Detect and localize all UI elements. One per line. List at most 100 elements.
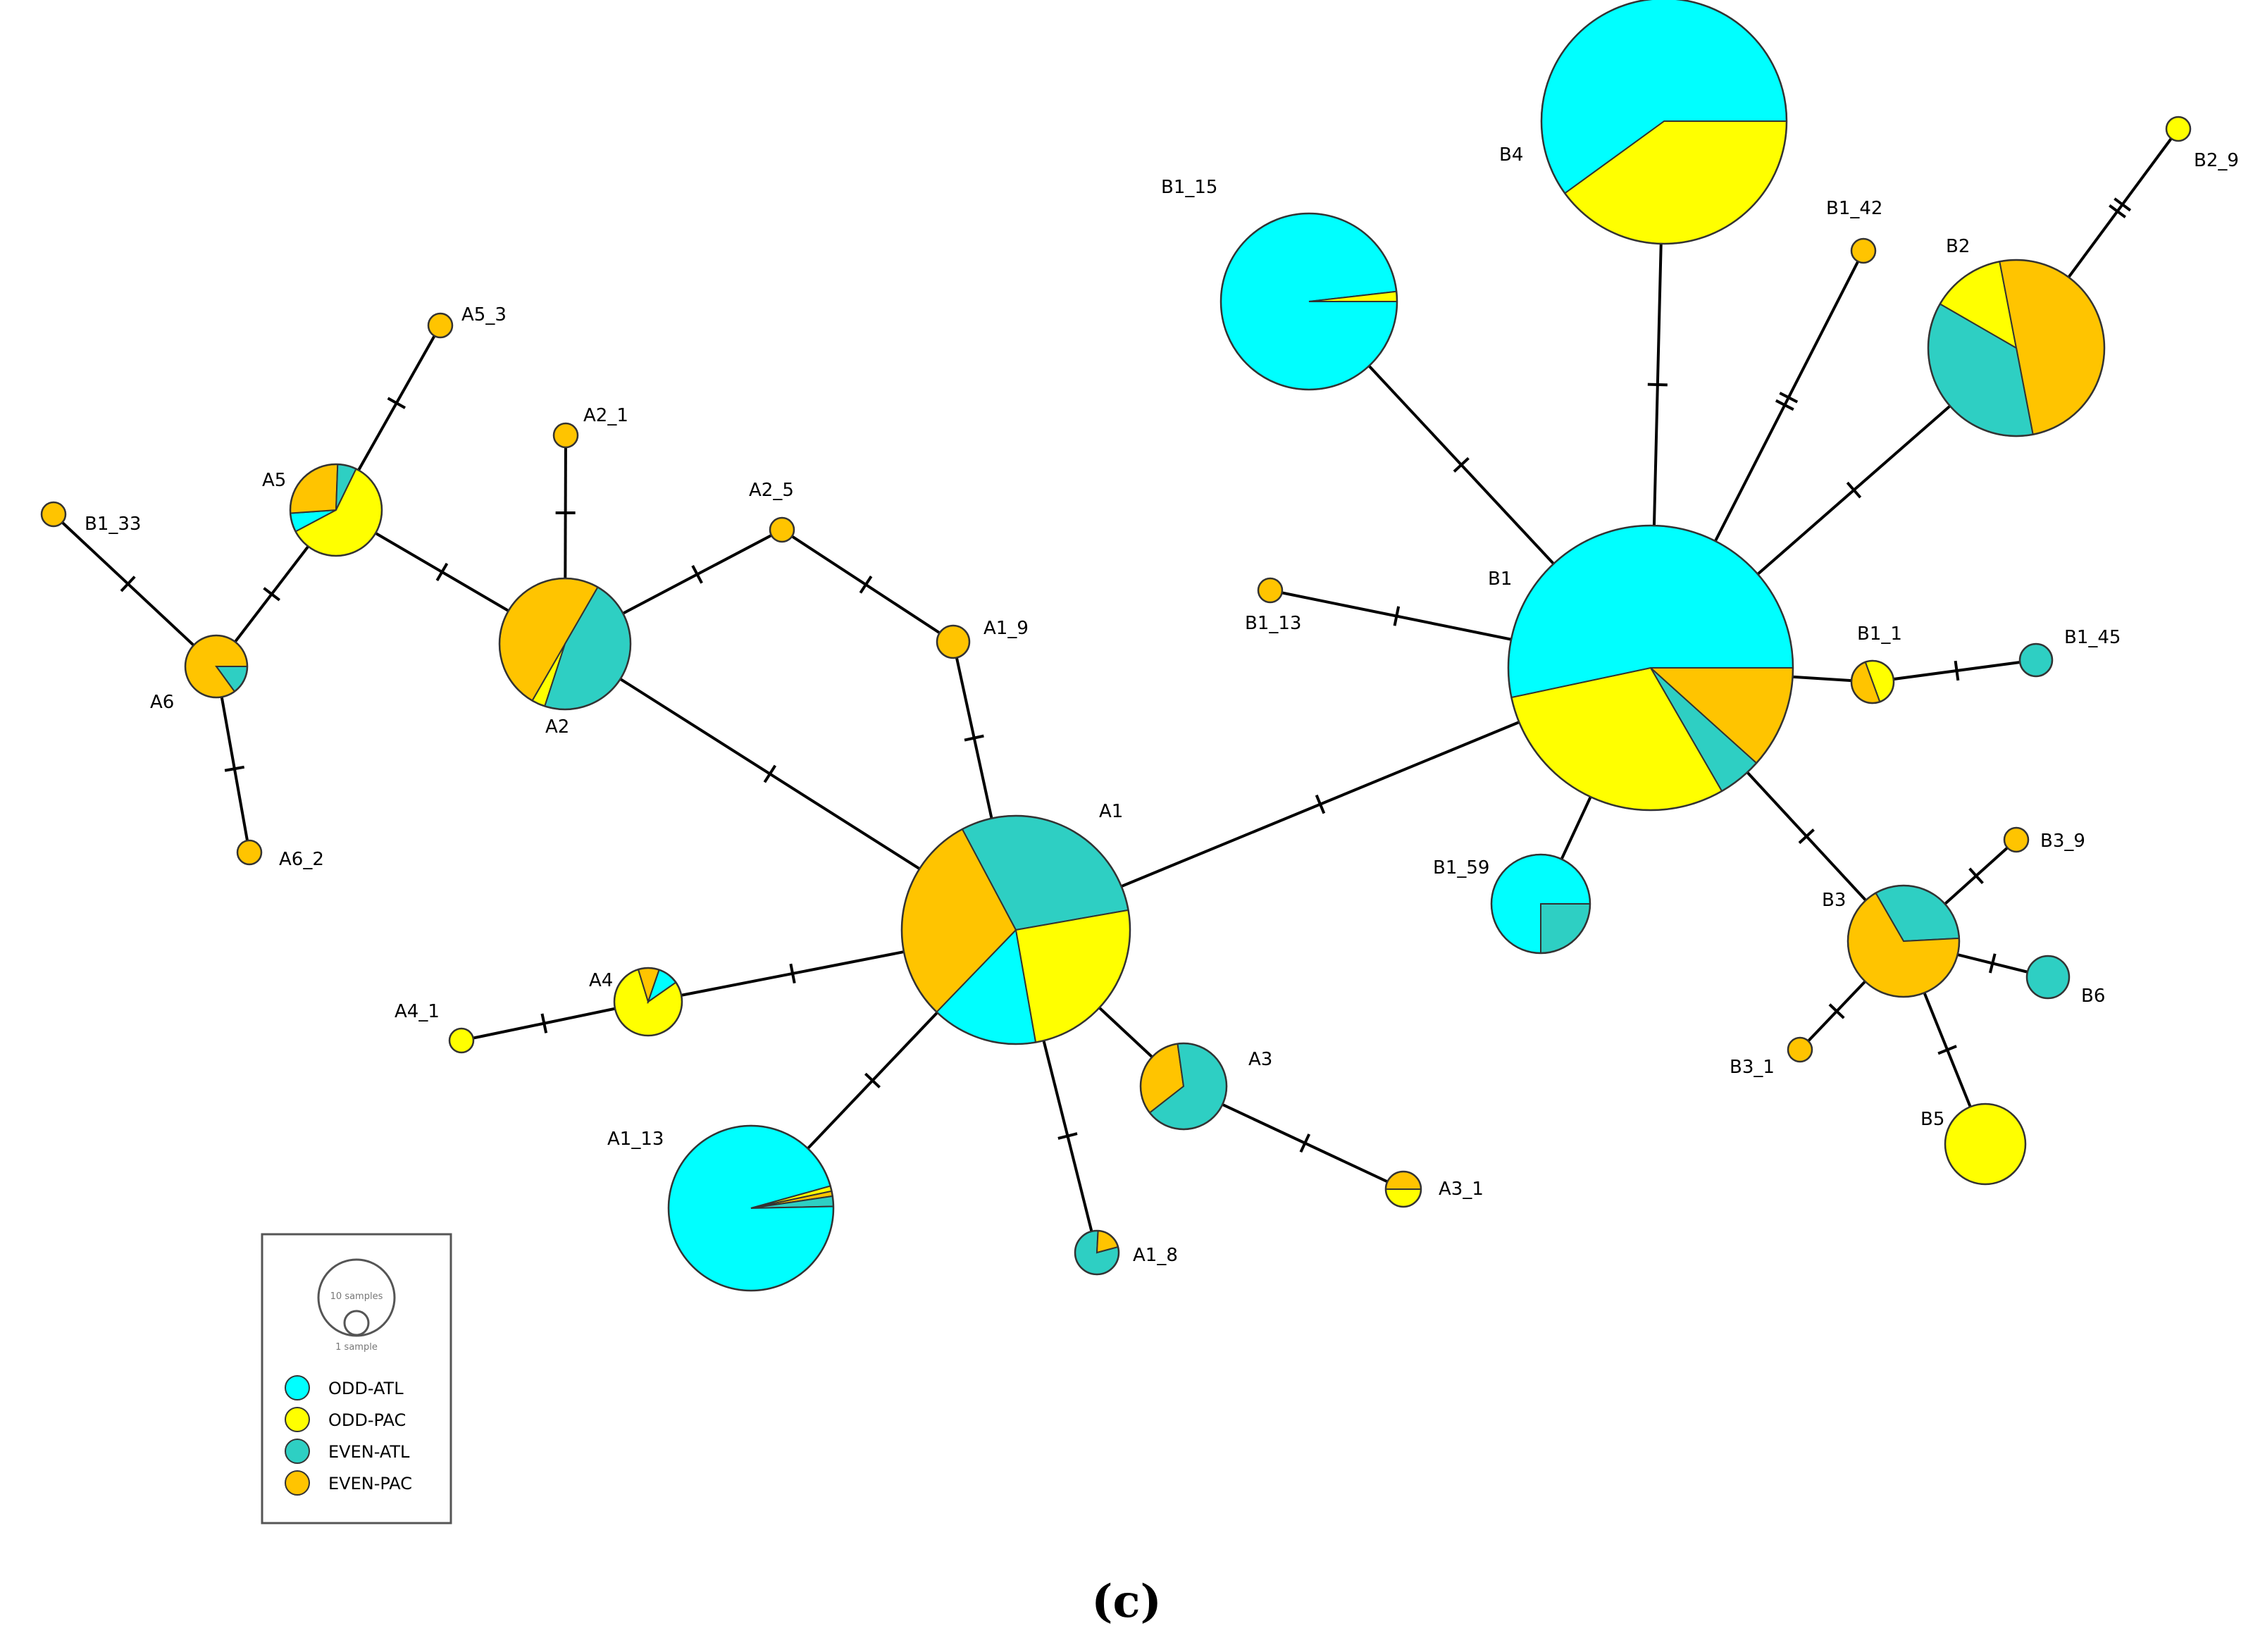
node-outline (1139, 1042, 1228, 1131)
node-label-b3_9: B3_9 (2040, 831, 2085, 852)
mutation-tick (2114, 197, 2132, 212)
node-label-a4_1: A4_1 (395, 1001, 440, 1022)
node-a2_1 (552, 422, 579, 449)
node-label-a1: A1 (1099, 801, 1123, 822)
node-label-b1_59: B1_59 (1433, 857, 1489, 878)
node-outline (2025, 955, 2071, 1000)
pie-slice-odd-pac (1384, 1188, 1422, 1207)
mutation-tick (964, 734, 984, 742)
node-b1_33 (40, 501, 67, 528)
pie-slice-odd-pac (2166, 117, 2190, 141)
mutation-tick (1798, 828, 1815, 845)
node-b2 (1927, 259, 2106, 437)
legend-swatch-odd-pac (285, 1407, 310, 1432)
node-label-a6: A6 (150, 692, 174, 713)
mutation-tick (435, 562, 449, 582)
edge-A6-B1_33 (52, 513, 218, 668)
node-outline (1507, 524, 1794, 812)
mutation-tick (864, 1072, 881, 1088)
figure-caption: (c) (1091, 1575, 1162, 1628)
node-label-a1_8: A1_8 (1133, 1245, 1178, 1266)
mutation-tick (387, 397, 406, 409)
pie-slice-even-pac (937, 626, 969, 658)
legend-label-odd-pac: ODD-PAC (328, 1410, 406, 1430)
pie-slice-even-atl (2020, 644, 2052, 676)
mutation-tick (1828, 1003, 1845, 1019)
edge-A1_9-A2_5 (781, 528, 955, 643)
pie-slice-even-pac (770, 518, 794, 542)
node-outline (184, 634, 249, 699)
node-outline (936, 624, 971, 659)
nodes-layer (40, 0, 2192, 1292)
mutation-tick (859, 576, 873, 594)
node-label-b1_33: B1_33 (85, 514, 141, 535)
pie-slice-odd-pac (1945, 1104, 2025, 1184)
legend-label-even-atl: EVEN-ATL (328, 1442, 410, 1462)
mutation-tick (1954, 660, 1960, 681)
node-a3_1 (1384, 1170, 1422, 1208)
node-outline (40, 501, 67, 528)
mutation-tick (2109, 204, 2126, 218)
legend-size-label-large: 10 samples (330, 1291, 383, 1302)
pie-slice-even-atl (2027, 956, 2069, 998)
node-label-a1_9: A1_9 (983, 618, 1029, 639)
node-label-a2_1: A2_1 (583, 405, 628, 426)
node-outline (769, 516, 795, 543)
pie-slice-even-pac (554, 423, 578, 447)
node-a2_5 (769, 516, 795, 543)
legend-swatch-even-pac (285, 1470, 310, 1496)
node-b4 (1540, 0, 1788, 245)
node-outline (1927, 259, 2106, 437)
node-a5 (289, 463, 383, 557)
node-b3_1 (1787, 1036, 1813, 1063)
legend-swatch-even-atl (285, 1439, 310, 1464)
node-outline (1850, 659, 1895, 704)
mutation-ticks-layer (120, 197, 2132, 1153)
node-b1_15 (1219, 212, 1398, 391)
node-outline (498, 577, 632, 711)
mutation-tick (1937, 1045, 1957, 1055)
node-b1 (1507, 524, 1794, 812)
pie-slice-even-pac (237, 840, 261, 864)
pie-slice-odd-pac (449, 1029, 473, 1052)
node-outline (1540, 0, 1788, 245)
node-outline (1847, 884, 1961, 998)
pie-slice-even-pac (1384, 1171, 1422, 1190)
node-label-b5: B5 (1920, 1109, 1944, 1130)
node-outline (552, 422, 579, 449)
node-label-b1_42: B1_42 (1826, 198, 1882, 219)
node-label-a3: A3 (1248, 1049, 1272, 1070)
node-label-a5: A5 (262, 470, 286, 491)
pie-slice-even-pac (1851, 239, 1875, 263)
node-a4 (613, 967, 683, 1037)
mutation-tick (763, 764, 777, 783)
node-label-b3_1: B3_1 (1730, 1057, 1775, 1078)
edge-B1_1-B1_45 (1872, 659, 2037, 683)
node-outline (1257, 577, 1284, 604)
node-label-b4: B4 (1499, 144, 1523, 166)
node-outline (613, 967, 683, 1037)
node-b1_59 (1490, 853, 1591, 955)
mutation-tick (1453, 457, 1470, 473)
node-outline (1219, 212, 1398, 391)
node-label-b6: B6 (2081, 986, 2105, 1007)
node-b2_9 (2165, 116, 2192, 142)
mutation-tick (1779, 392, 1799, 404)
pie-slice-even-pac (1788, 1038, 1812, 1062)
node-outline (1490, 853, 1591, 955)
node-outline (1787, 1036, 1813, 1063)
node-a6 (184, 634, 249, 699)
legend-size-circle-small (343, 1310, 370, 1336)
mutation-tick (120, 576, 136, 592)
node-b6 (2025, 955, 2071, 1000)
node-a5_3 (427, 312, 454, 339)
mutation-tick (1393, 606, 1401, 626)
node-b1_42 (1850, 237, 1877, 264)
legend: 10 samples 1 sample ODD-ATL ODD-PAC EVEN… (261, 1233, 452, 1524)
node-label-a2: A2 (545, 716, 569, 738)
node-label-b1_1: B1_1 (1857, 623, 1902, 645)
node-outline (2003, 826, 2030, 853)
node-outline (2165, 116, 2192, 142)
node-outline (427, 312, 454, 339)
node-outline (289, 463, 383, 557)
